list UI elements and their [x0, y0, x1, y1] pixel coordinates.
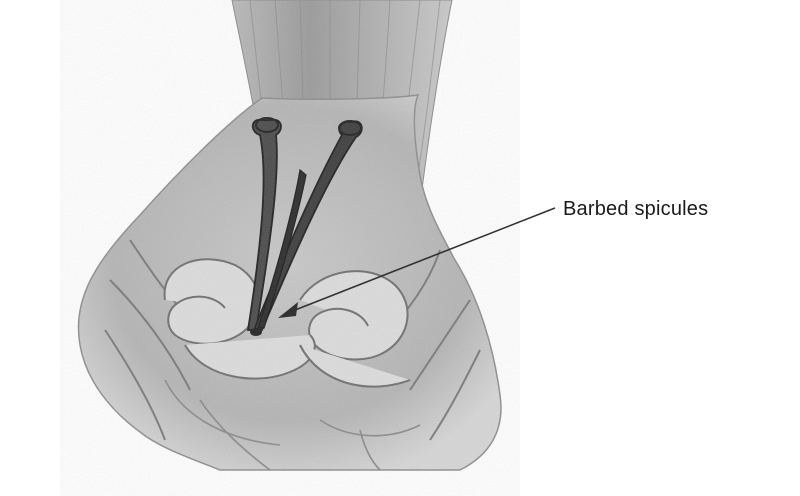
annotation-label: Barbed spicules: [563, 198, 708, 221]
